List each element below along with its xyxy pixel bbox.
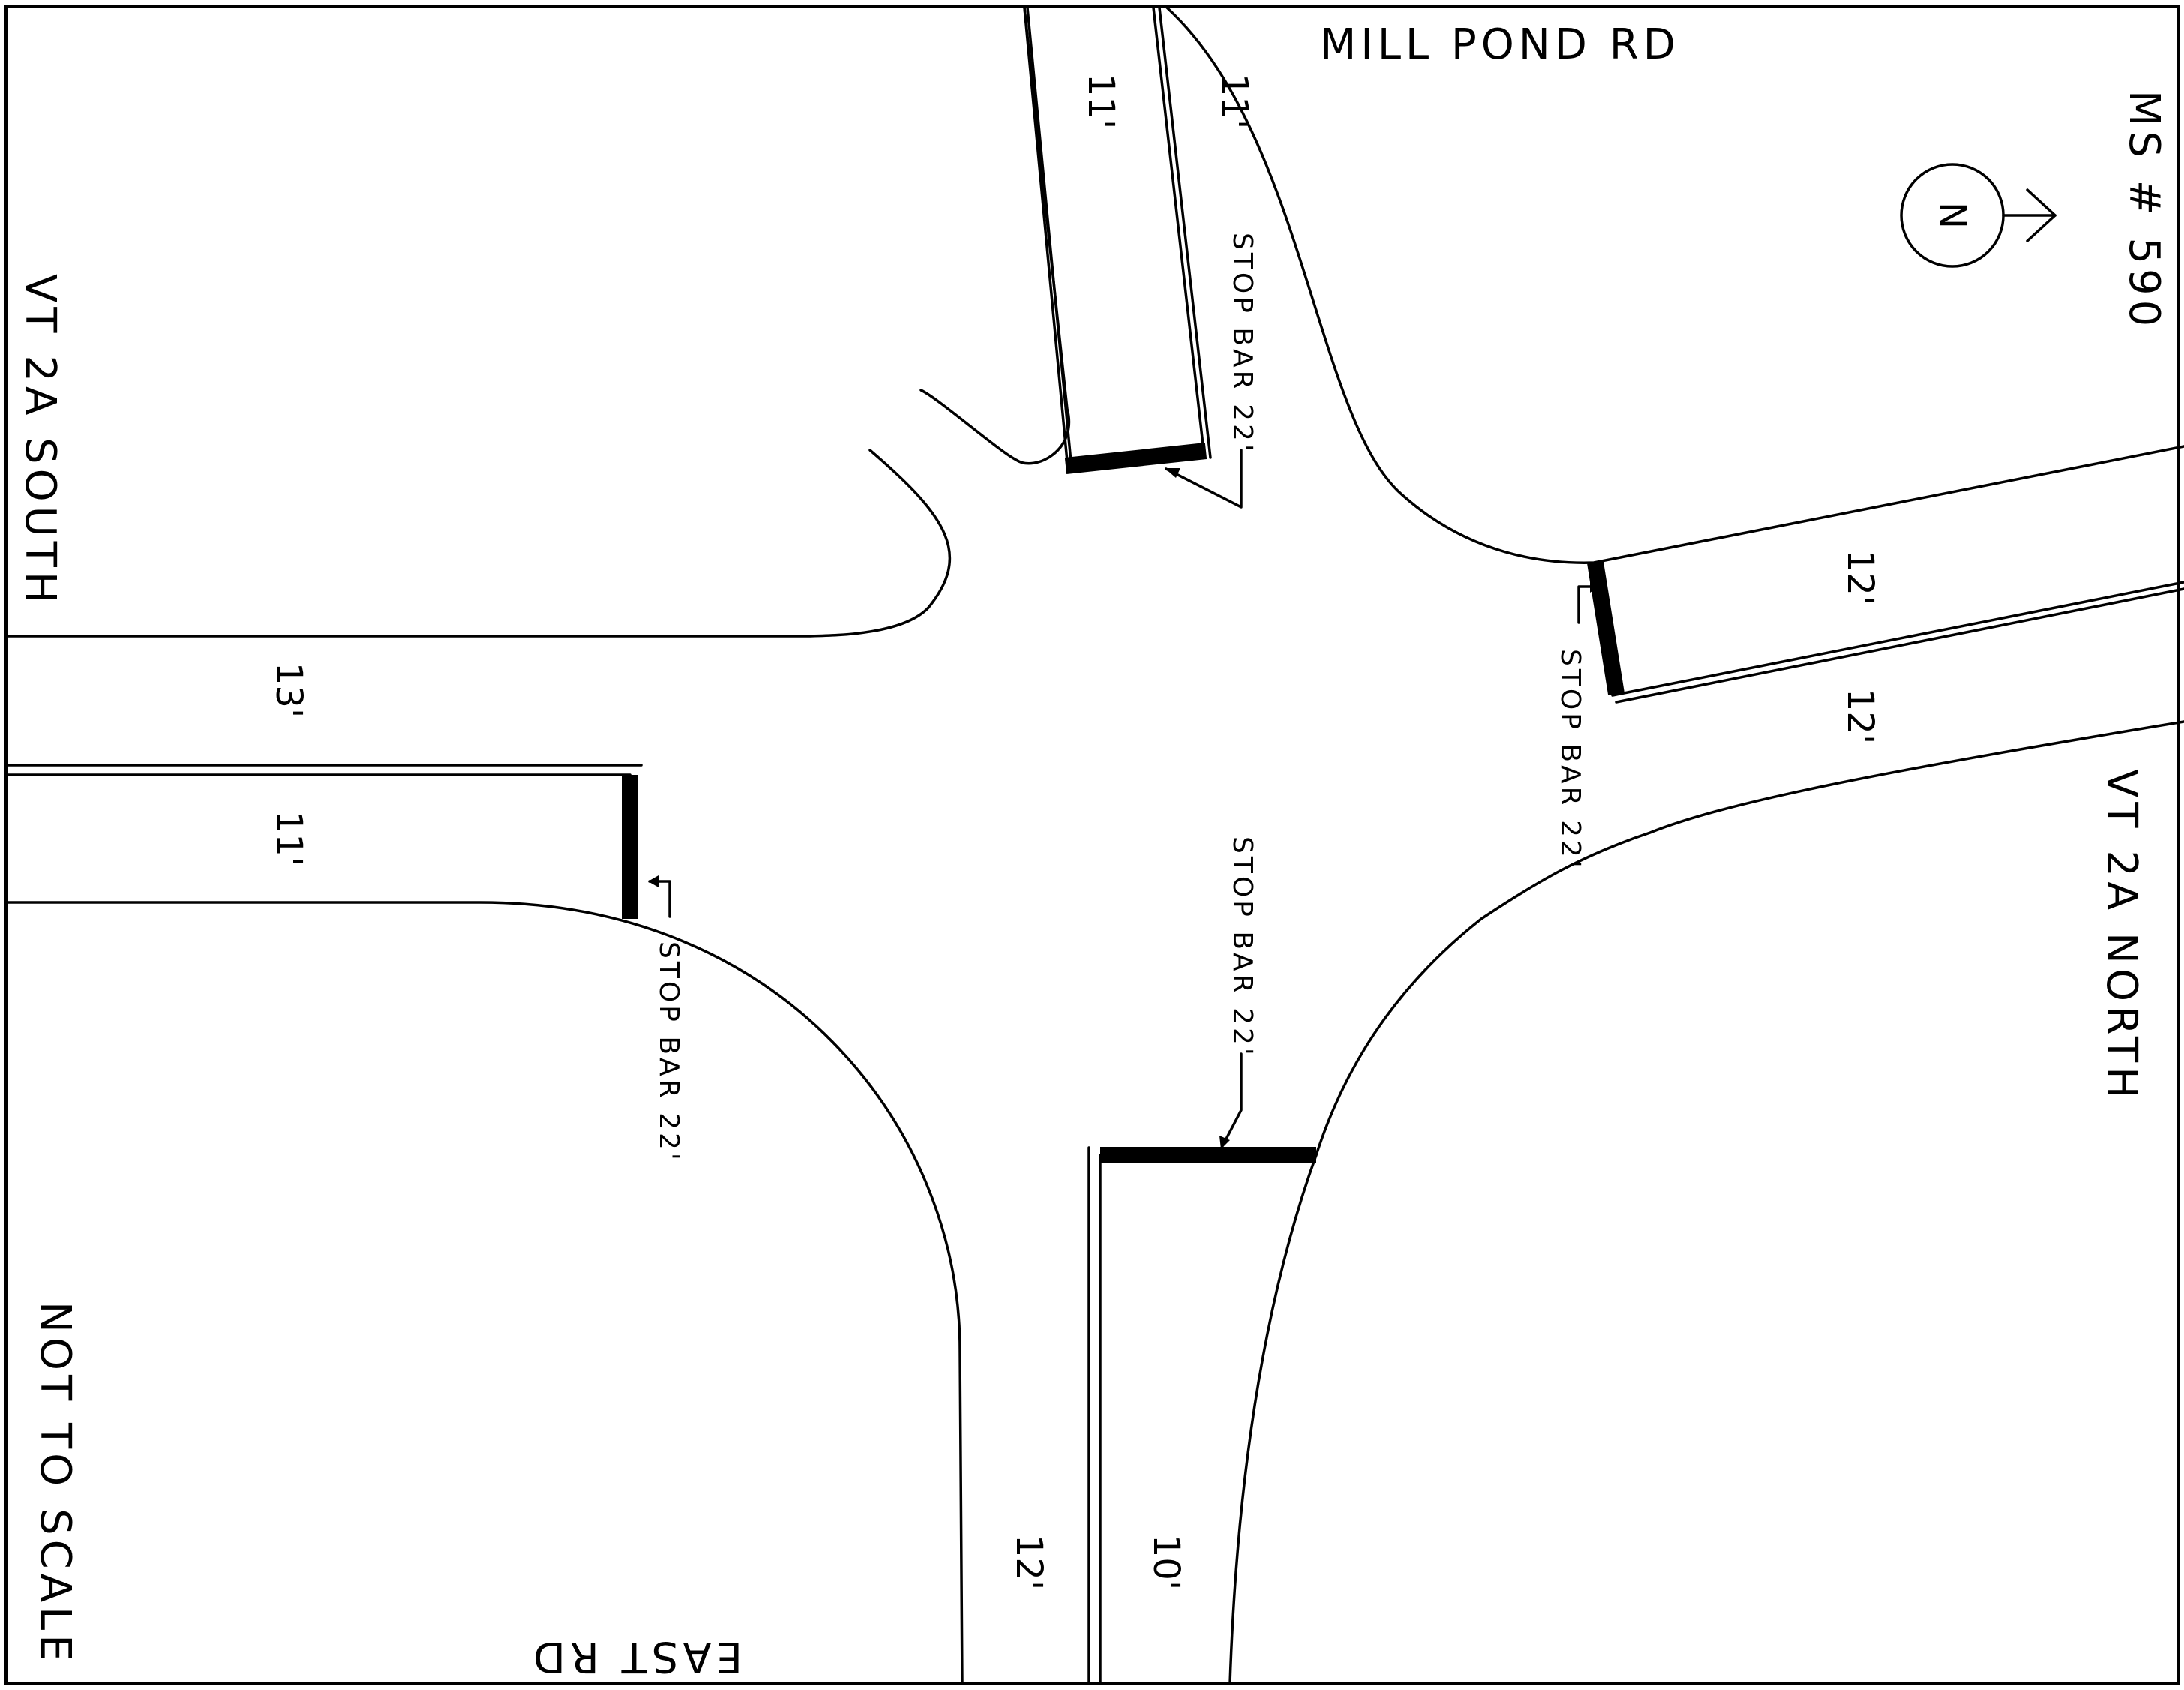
vt-2a-north-edges [1315, 581, 2184, 1157]
mill-pond-center-line [1152, 6, 1212, 459]
road-label-mill-pond: MILL POND RD [1320, 20, 1680, 69]
stop-bar-north [1587, 561, 1624, 695]
stop-bar-label: STOP BAR 22' [1227, 233, 1258, 455]
lane-width: 12' [1008, 1535, 1050, 1590]
stop-bar-mill-pond [1064, 443, 1208, 474]
arrow-south [648, 875, 658, 887]
sheet-id: MS # 590 [2120, 90, 2168, 331]
leader-south [648, 880, 671, 918]
arrow-mill-pond [1165, 468, 1180, 478]
road-label-vt-2a-north: VT 2A NORTH [2097, 769, 2146, 1103]
arrow-north [1590, 581, 1599, 593]
stop-bar-label: STOP BAR 22' [1555, 649, 1586, 871]
north-label: N [1931, 202, 1973, 229]
east-rd-edges [1088, 1146, 1318, 1685]
road-label-vt-2a-south: VT 2A SOUTH [16, 274, 64, 608]
lane-width: 10' [1145, 1535, 1187, 1590]
road-label-east-rd: EAST RD [529, 1632, 742, 1681]
lane-width: 13' [268, 662, 310, 718]
vt-2a-south-edges [4, 764, 964, 1685]
lane-width: 12' [1839, 550, 1881, 605]
lane-width: 11' [268, 811, 310, 866]
leader-east [1221, 1052, 1243, 1148]
mill-pond-rd-edges [4, 6, 2184, 638]
stop-bar-label: STOP BAR 22' [1227, 836, 1258, 1058]
sheet-border [4, 5, 2180, 1685]
lane-width: 12' [1839, 689, 1881, 744]
leader-mill-pond [1165, 449, 1243, 509]
arrow-east [1220, 1136, 1230, 1149]
stop-bar-label: STOP BAR 22' [653, 941, 684, 1163]
scale-note: NOT TO SCALE [31, 1301, 80, 1666]
north-arrow: N [1900, 163, 2056, 268]
lane-width: 11' [1214, 74, 1256, 129]
lane-width: 11' [1080, 74, 1122, 129]
